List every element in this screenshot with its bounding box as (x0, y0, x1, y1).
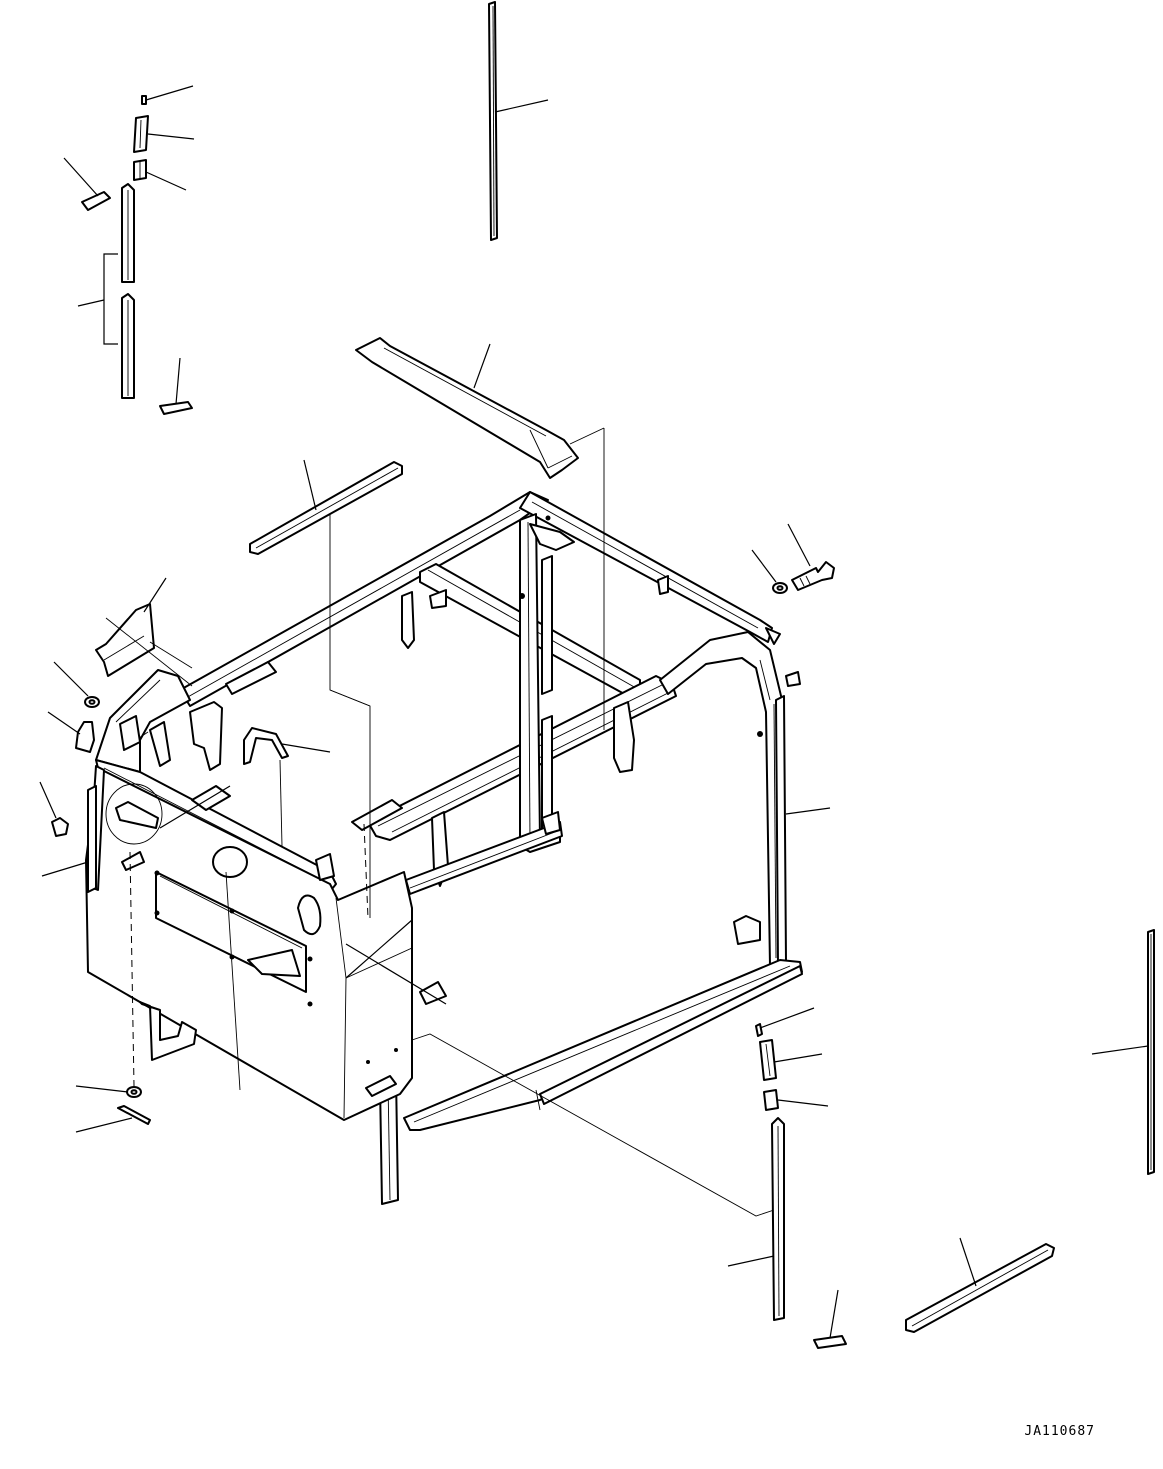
leader-small-pin (145, 85, 194, 101)
lower-left-leg (139, 1001, 197, 1061)
seal-retainer-left (159, 401, 193, 415)
upper-angle-strip (249, 459, 403, 555)
leader-grab-handle (281, 743, 331, 753)
seal-retainer-right (813, 1335, 847, 1349)
leader-rubber-seal-right (727, 1255, 775, 1267)
leader-washer-right (751, 549, 777, 583)
leader-top-strip (494, 99, 549, 113)
right-pillar-seal (775, 695, 787, 967)
right-front-pillar (659, 631, 783, 967)
top-vertical-seal-strip (488, 1, 549, 241)
roof-cross-beam (355, 337, 579, 479)
leader-end-block-left (63, 157, 99, 197)
small-pin-right (755, 1023, 763, 1037)
drawing-id: JA110687 (1024, 1424, 1095, 1439)
bolt-right (791, 561, 835, 591)
end-block-left (81, 191, 111, 211)
bolt-left (75, 721, 95, 753)
leader-washer-left (53, 661, 89, 697)
seal-joint-right (763, 1089, 779, 1111)
leader-washer-lower-left (75, 1085, 129, 1093)
lower-left-fasteners (75, 1085, 151, 1133)
leader-seal-retainer-left (175, 357, 181, 405)
left-brackets (39, 577, 331, 847)
cab-frame (41, 491, 831, 1205)
leader-angle-strip (303, 459, 317, 511)
rubber-seal-right (771, 1117, 785, 1321)
front-slot (365, 1075, 397, 1097)
leader-seal-joint-right (777, 1099, 829, 1107)
center-sill (405, 821, 563, 895)
lower-angle-strip (905, 1237, 1055, 1333)
grab-handle (243, 727, 289, 765)
angle-bracket-left (95, 603, 155, 677)
detail-circle (105, 783, 163, 845)
label-plate-lower (419, 981, 447, 1005)
panel-round-hole (212, 846, 248, 878)
hinge-bracket-c (613, 701, 635, 773)
back-pillar (519, 513, 561, 853)
right-corner-seal-assembly (727, 1007, 847, 1349)
leader-seal-joint (145, 171, 187, 191)
leader-bolt-left (47, 711, 81, 735)
right-vertical-strip (1091, 929, 1155, 1175)
leader-nut-left (39, 781, 57, 819)
left-pillar-seal (87, 785, 97, 893)
label-plates (159, 785, 447, 1005)
cotter-pin (117, 1105, 151, 1125)
leader-bolt-right (787, 523, 811, 567)
leader-left-pillar-seal (41, 861, 89, 877)
nut-left (51, 817, 69, 837)
hinge-bracket-b (401, 591, 415, 649)
leader-seal-cap-right (773, 1053, 823, 1063)
side-oval-opening (297, 894, 322, 936)
seal-cap-upper (133, 115, 149, 153)
left-corner-seal-assembly (63, 85, 195, 415)
leader-small-pin-right (759, 1007, 815, 1029)
leader-right-strip (1091, 1045, 1149, 1055)
top-rail-right (519, 491, 773, 643)
bracket-seal-pair (103, 253, 118, 345)
leader-seal-cap-upper (147, 133, 195, 140)
leader-seal-pair (77, 299, 105, 307)
front-left-corner (95, 669, 191, 773)
panel-slot-left (115, 801, 159, 829)
bolt-washer-right (751, 523, 835, 594)
small-pin (141, 95, 147, 105)
leader-cotter-pin (75, 1117, 133, 1133)
leader-lower-angle-strip (959, 1237, 977, 1287)
reference-lines (129, 427, 775, 1217)
top-rail-back (179, 491, 549, 707)
hinge-bracket-a (189, 701, 223, 771)
leader-roof-beam (473, 343, 491, 389)
leader-angle-bracket (143, 577, 167, 613)
leader-right-pillar-seal (785, 807, 831, 815)
leader-seal-retainer-right (829, 1289, 839, 1339)
